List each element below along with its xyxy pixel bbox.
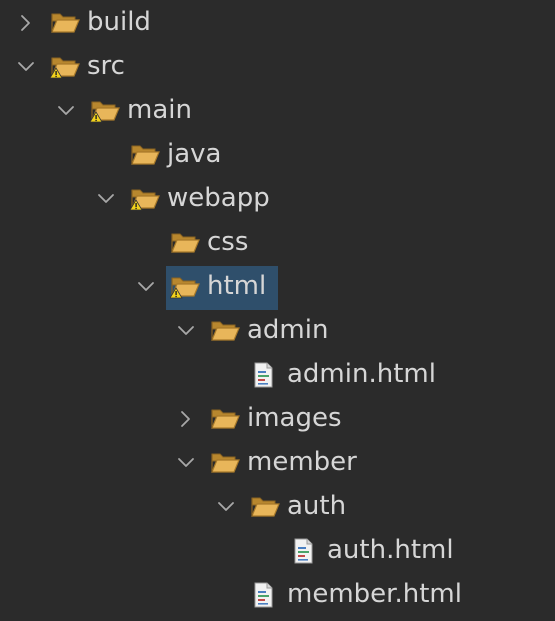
tree-file-auth-html[interactable]: auth.html	[0, 530, 555, 574]
tree-item-label: auth.html	[327, 535, 454, 565]
chevron-down-icon[interactable]	[176, 318, 196, 338]
tree-item-label: admin	[247, 315, 329, 345]
tree-folder-css[interactable]: css	[0, 222, 555, 266]
html-file-icon	[250, 362, 280, 388]
tree-file-admin-html[interactable]: admin.html	[0, 354, 555, 398]
folder-open-icon	[210, 406, 240, 432]
folder-warning-icon	[49, 54, 80, 80]
tree-file-member-html[interactable]: member.html	[0, 574, 555, 618]
folder-warning-icon	[169, 274, 200, 300]
chevron-down-icon[interactable]	[56, 98, 76, 118]
tree-item-label: css	[207, 227, 249, 257]
tree-item-label: admin.html	[287, 359, 436, 389]
tree-folder-auth[interactable]: auth	[0, 486, 555, 530]
folder-open-icon	[250, 494, 280, 520]
folder-open-icon	[210, 318, 240, 344]
folder-open-icon	[130, 142, 160, 168]
tree-item-label: auth	[287, 491, 347, 521]
tree-item-label: main	[127, 95, 192, 125]
tree-item-label: build	[87, 7, 151, 37]
chevron-right-icon[interactable]	[176, 406, 196, 427]
folder-open-icon	[210, 450, 240, 476]
chevron-right-icon[interactable]	[16, 10, 36, 31]
chevron-down-icon[interactable]	[16, 54, 36, 74]
tree-item-label: webapp	[167, 183, 270, 213]
folder-open-icon	[170, 230, 200, 256]
tree-folder-html[interactable]: html	[0, 266, 555, 310]
tree-item-label: member.html	[287, 579, 462, 609]
tree-item-label: src	[87, 51, 125, 81]
chevron-down-icon[interactable]	[176, 450, 196, 470]
chevron-down-icon[interactable]	[136, 274, 156, 294]
tree-folder-main[interactable]: main	[0, 90, 555, 134]
html-file-icon	[250, 582, 280, 608]
tree-folder-webapp[interactable]: webapp	[0, 178, 555, 222]
folder-open-icon	[50, 10, 80, 36]
tree-item-label: member	[247, 447, 357, 477]
tree-folder-java[interactable]: java	[0, 134, 555, 178]
tree-folder-member[interactable]: member	[0, 442, 555, 486]
tree-item-label: html	[207, 271, 267, 301]
folder-warning-icon	[129, 186, 160, 212]
chevron-down-icon[interactable]	[216, 494, 236, 514]
tree-folder-images[interactable]: images	[0, 398, 555, 442]
tree-folder-admin[interactable]: admin	[0, 310, 555, 354]
chevron-down-icon[interactable]	[96, 186, 116, 206]
tree-item-label: images	[247, 403, 342, 433]
tree-item-label: java	[167, 139, 222, 169]
tree-folder-src[interactable]: src	[0, 46, 555, 90]
tree-folder-build[interactable]: build	[0, 2, 555, 46]
html-file-icon	[290, 538, 320, 564]
folder-warning-icon	[89, 98, 120, 124]
